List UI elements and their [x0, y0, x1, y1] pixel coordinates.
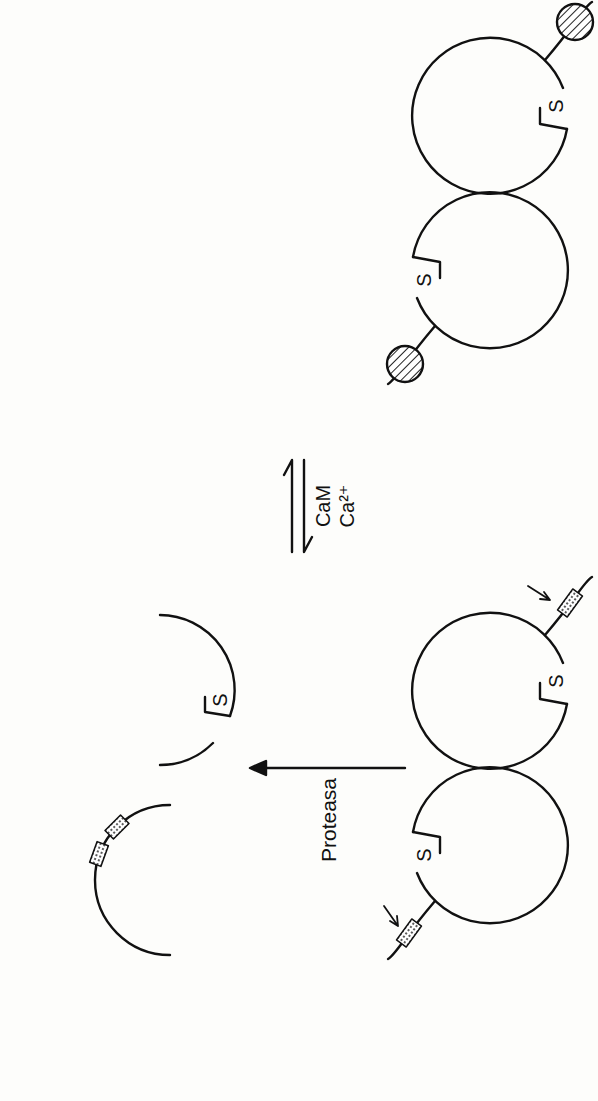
fragment: [160, 743, 213, 765]
process-label: Proteasa: [318, 778, 339, 862]
binding-domain: [105, 815, 129, 839]
loop: [413, 192, 568, 348]
protease-arrow: [250, 761, 405, 775]
calmodulin: [387, 346, 423, 382]
site-label: S: [414, 273, 434, 286]
site-label: S: [210, 693, 230, 706]
cleavage-arrow: [384, 906, 398, 926]
free-dimer: [384, 577, 592, 959]
equilibrium-arrows: [284, 460, 312, 552]
cleavage-arrow: [528, 586, 550, 600]
site-label: S: [546, 674, 566, 687]
tail: [545, 577, 592, 635]
fragment: [95, 805, 170, 955]
binding-domain: [558, 589, 583, 617]
tail: [388, 326, 435, 384]
ligand-label: Ca²⁺: [337, 485, 357, 528]
cam-bound-dimer: [387, 2, 593, 384]
loop: [412, 38, 567, 194]
binding-domain: [397, 919, 422, 947]
ligand-label: CaM: [313, 485, 333, 527]
loop: [412, 613, 567, 769]
fragments: [90, 615, 235, 955]
calmodulin: [557, 4, 593, 40]
site-label: S: [546, 99, 566, 112]
fragment: [160, 615, 235, 716]
tail: [545, 2, 592, 60]
site-label: S: [414, 848, 434, 861]
loop: [413, 767, 568, 923]
binding-domain: [90, 842, 109, 867]
tail: [388, 901, 435, 959]
